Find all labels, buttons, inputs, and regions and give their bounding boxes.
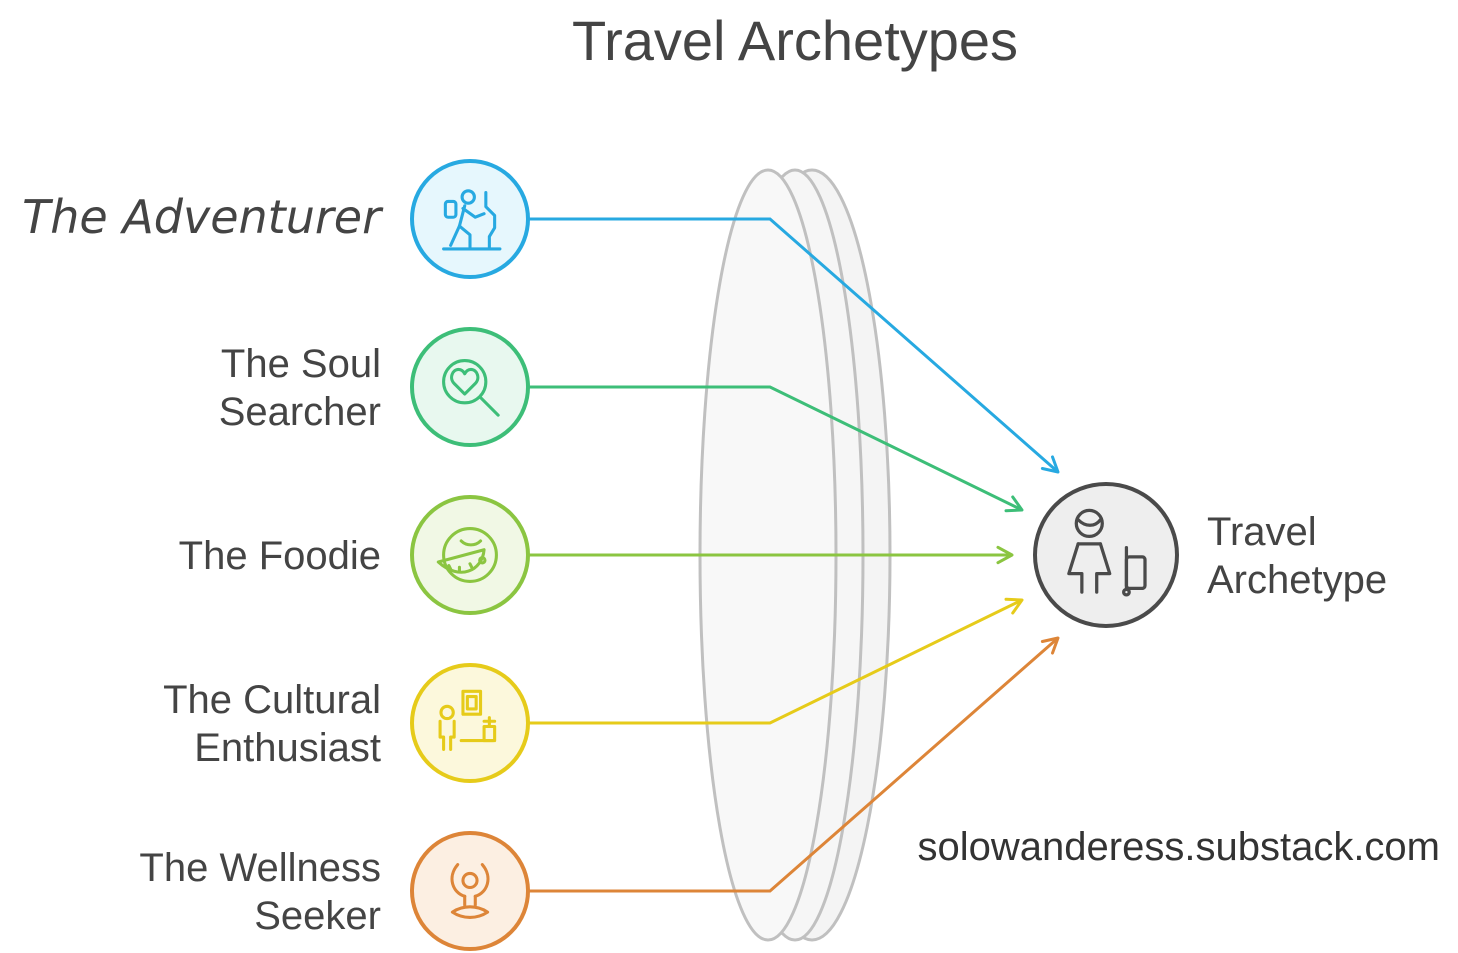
arrowhead-2 (996, 545, 1014, 565)
archetype-node-2: The Foodie (179, 495, 530, 615)
archetype-node-0: The Adventurer (22, 159, 530, 279)
archetype-label-0: The Adventurer (22, 190, 384, 244)
archetype-circle-0 (410, 159, 530, 279)
target-node: Travel Archetype (1033, 482, 1387, 628)
archetype-circle-4 (410, 831, 530, 951)
archetype-circle-3 (410, 663, 530, 783)
archetype-label-3-line-0: The Cultural (163, 678, 381, 722)
connector-1 (528, 385, 1023, 512)
target-label: Travel Archetype (1207, 510, 1387, 602)
diagram-title: Travel Archetypes (572, 9, 1018, 72)
arrowhead-4 (1040, 636, 1060, 655)
arrowhead-0 (1040, 455, 1060, 474)
arrowhead-3 (1004, 597, 1024, 615)
connector-3 (528, 598, 1023, 725)
connector-0 (528, 217, 1059, 474)
footer-url: solowanderess.substack.com (918, 825, 1440, 869)
arrowhead-1 (1004, 495, 1024, 513)
archetype-label-2-line-0: The Foodie (179, 534, 381, 578)
connectors (528, 217, 1060, 893)
connector-4 (528, 636, 1059, 893)
archetype-label-1-line-0: The Soul (221, 342, 381, 386)
archetype-label-3-line-1: Enthusiast (194, 726, 381, 770)
archetype-label-0-line-0: The Adventurer (22, 190, 384, 244)
target-label-line-1: Travel (1207, 510, 1317, 554)
target-label-line-2: Archetype (1207, 558, 1387, 602)
archetype-label-4-line-0: The Wellness (139, 846, 381, 890)
archetype-label-2: The Foodie (179, 534, 381, 578)
target-circle (1033, 482, 1179, 628)
archetype-label-1-line-1: Searcher (219, 390, 381, 434)
archetype-label-4-line-1: Seeker (254, 894, 381, 938)
